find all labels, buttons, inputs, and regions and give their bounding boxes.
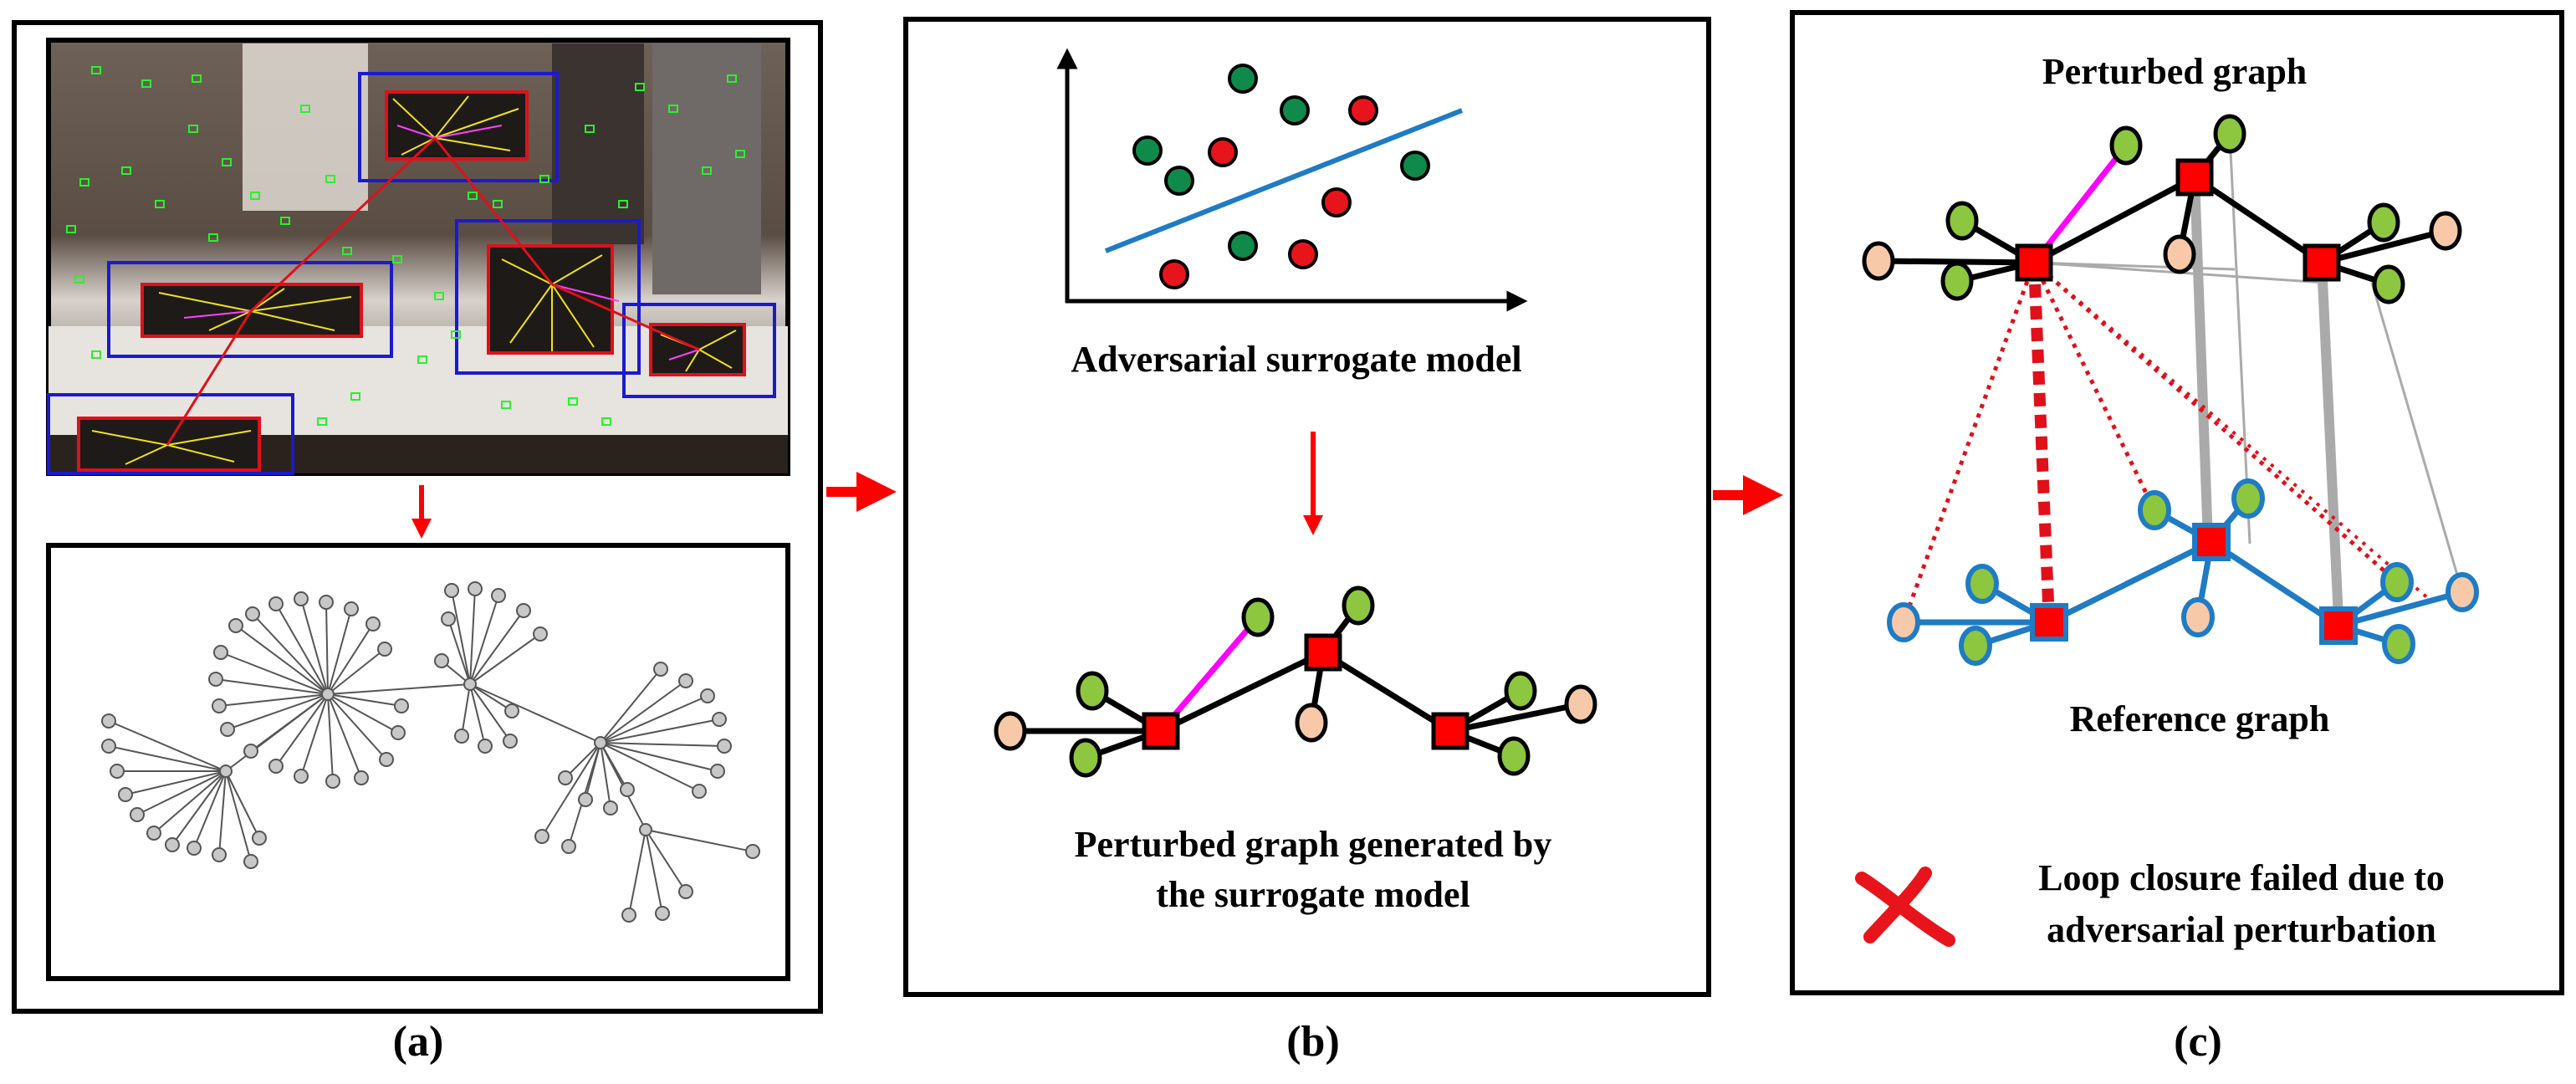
- point: [1400, 151, 1430, 181]
- reference-graph: [1887, 478, 2479, 666]
- perturbed-graph-b-label-2: the surrogate model: [1156, 874, 1470, 915]
- caption-c: (c): [2174, 1018, 2222, 1066]
- feature-lines: [91, 95, 737, 465]
- point: [1208, 137, 1238, 167]
- point: [1280, 95, 1310, 125]
- caption-b: (b): [1286, 1018, 1340, 1066]
- point: [1164, 166, 1194, 196]
- perturbed-graph-b: [994, 585, 1597, 778]
- point: [1348, 95, 1378, 125]
- perturbed-edge: [1158, 615, 1260, 734]
- fail-x-icon: [1855, 867, 1955, 947]
- scene-graph-edges: [166, 136, 700, 446]
- point: [1132, 136, 1163, 166]
- point: [1321, 187, 1352, 217]
- legend-text-1: Loop closure failed due to: [2038, 857, 2445, 898]
- correspondence-lines: [1901, 133, 2464, 623]
- point: [1159, 259, 1189, 289]
- perturbed-graph-c: [1862, 114, 2462, 304]
- point: [1288, 239, 1318, 269]
- reference-graph-title: Reference graph: [2069, 698, 2330, 739]
- caption-a: (a): [392, 1018, 444, 1066]
- point: [1228, 231, 1258, 261]
- point: [1228, 64, 1258, 94]
- perturbed-graph-title: Perturbed graph: [2042, 51, 2308, 92]
- keypoints: [66, 66, 745, 426]
- scatter-plot: [1056, 48, 1528, 312]
- perturbed-graph-b-label-1: Perturbed graph generated by: [1074, 824, 1552, 865]
- legend-text-2: adversarial perturbation: [2047, 909, 2436, 950]
- scene-photo: [46, 38, 790, 476]
- surrogate-model-label: Adversarial surrogate model: [1071, 339, 1522, 380]
- decision-boundary: [1104, 108, 1464, 253]
- panel-b-frame: [903, 17, 1711, 997]
- abstract-graph: [101, 581, 760, 923]
- detection-boxes: [47, 72, 776, 475]
